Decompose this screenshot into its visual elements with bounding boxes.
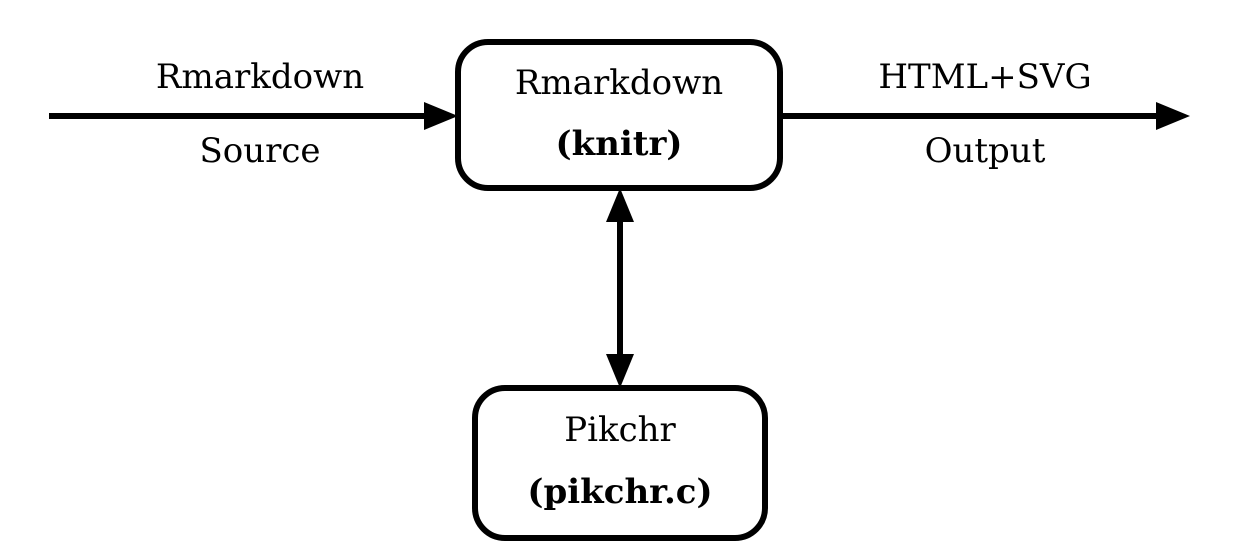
edge-input-source <box>49 102 458 130</box>
node-rmarkdown-knitr-line1: Rmarkdown <box>515 63 723 103</box>
node-rmarkdown-knitr-line2: (knitr) <box>556 124 683 164</box>
input-edge-label-above: Rmarkdown <box>156 57 364 97</box>
output-edge-label-above: HTML+SVG <box>878 57 1091 97</box>
output-edge-label-below: Output <box>925 131 1046 171</box>
edge-output-html <box>780 102 1190 130</box>
input-edge-arrowhead-icon <box>424 102 458 130</box>
node-pikchr-c[interactable]: Pikchr (pikchr.c) <box>472 385 768 541</box>
node-pikchr-c-line1: Pikchr <box>564 410 676 450</box>
node-rmarkdown-knitr-box[interactable] <box>455 39 783 191</box>
output-edge-arrowhead-icon <box>1156 102 1190 130</box>
edge-knitr-pikchr <box>606 188 634 388</box>
node-rmarkdown-knitr[interactable]: Rmarkdown (knitr) <box>455 39 783 191</box>
input-edge-label-below: Source <box>199 131 320 171</box>
knitr-pikchr-arrowhead-down-icon <box>606 354 634 388</box>
knitr-pikchr-arrowhead-up-icon <box>606 188 634 222</box>
node-pikchr-c-box[interactable] <box>472 385 768 541</box>
node-pikchr-c-line2: (pikchr.c) <box>527 472 712 512</box>
